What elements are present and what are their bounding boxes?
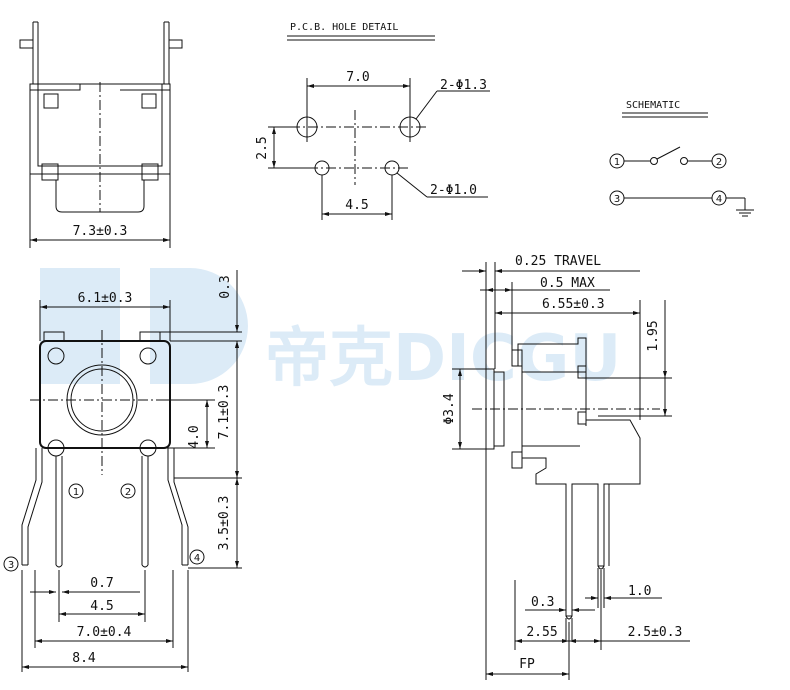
watermark-text: 帝克DICGU — [265, 322, 621, 396]
front-outer-pitch: 7.0±0.4 — [77, 625, 132, 640]
front-pin-1: 1 — [73, 487, 79, 498]
schematic-title: SCHEMATIC — [626, 100, 680, 111]
top-width-dim: 7.3±0.3 — [73, 224, 128, 239]
front-pin-pitch: 4.5 — [90, 599, 113, 614]
side-diameter: Φ3.4 — [442, 393, 457, 424]
front-hole-spacing: 4.0 — [187, 425, 202, 448]
front-body-width: 6.1±0.3 — [78, 291, 133, 306]
watermark: D 帝克DICGU — [40, 268, 621, 396]
schematic-pin-4: 4 — [716, 194, 722, 205]
front-pin-4: 4 — [194, 553, 200, 564]
front-lead-width: 0.7 — [90, 576, 113, 591]
front-view: 1 2 3 4 6.1±0.3 0.3 7.1±0.3 4.0 3.5±0.3 — [3, 270, 242, 672]
side-max: 0.5 MAX — [540, 276, 595, 291]
side-height: 1.95 — [646, 320, 661, 351]
front-lead-length: 3.5±0.3 — [217, 496, 232, 551]
side-view: 0.25 TRAVEL 0.5 MAX 6.55±0.3 1.95 Φ3.4 0… — [442, 254, 690, 680]
schematic-pin-1: 1 — [614, 157, 620, 168]
pcb-hole-detail: P.C.B. HOLE DETAIL 7.0 2.5 4.5 2-Φ1.3 2 — [255, 22, 490, 220]
side-offset: 2.55 — [526, 625, 557, 640]
schematic-pin-2: 2 — [716, 157, 722, 168]
watermark-logo: D — [51, 292, 104, 366]
side-travel: 0.25 TRAVEL — [515, 254, 601, 269]
side-bend: 1.0 — [628, 584, 651, 599]
pcb-title: P.C.B. HOLE DETAIL — [290, 22, 398, 33]
pcb-small-pitch: 4.5 — [345, 198, 368, 213]
pcb-large-hole-label: 2-Φ1.3 — [440, 78, 487, 93]
pcb-pitch-x: 7.0 — [346, 70, 369, 85]
front-pin-3: 3 — [8, 560, 14, 571]
schematic-pin-3: 3 — [614, 194, 620, 205]
front-top-offset: 0.3 — [218, 275, 233, 298]
schematic: SCHEMATIC 1 2 3 4 — [609, 100, 754, 217]
side-depth: 6.55±0.3 — [542, 297, 605, 312]
front-body-height: 7.1±0.3 — [217, 385, 232, 440]
side-fp: FP — [519, 657, 535, 672]
pcb-pitch-y: 2.5 — [255, 136, 270, 159]
front-overall-width: 8.4 — [72, 651, 96, 666]
side-lead-pitch: 2.5±0.3 — [628, 625, 683, 640]
side-thickness: 0.3 — [531, 595, 554, 610]
pcb-small-hole-label: 2-Φ1.0 — [430, 183, 477, 198]
top-view: 7.3±0.3 — [19, 21, 183, 248]
front-pin-2: 2 — [125, 487, 131, 498]
